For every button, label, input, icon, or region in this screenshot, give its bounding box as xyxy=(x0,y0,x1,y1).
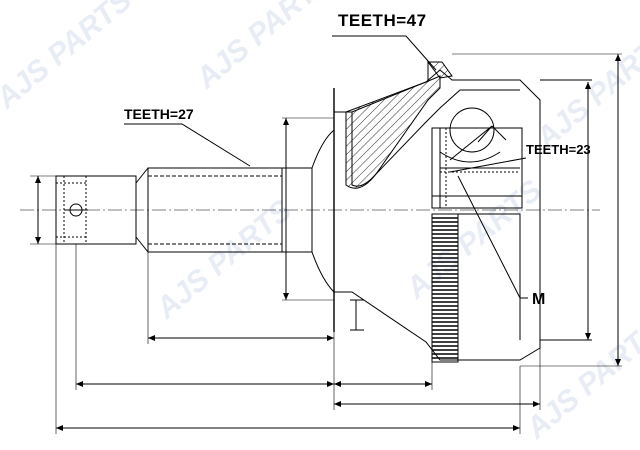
inner-race xyxy=(431,107,523,209)
splined-shaft xyxy=(135,129,335,293)
housing-body xyxy=(333,61,592,361)
thread-label: M xyxy=(532,291,546,308)
teeth-outer-label: TEETH=47 xyxy=(338,11,427,30)
abs-ring xyxy=(431,213,459,363)
shaft-end-stub xyxy=(55,175,137,245)
teeth-shaft-label: TEETH=27 xyxy=(124,106,194,122)
leader-lines xyxy=(124,35,528,299)
teeth-inner-label: TEETH=23 xyxy=(526,142,591,157)
vertical-dimensions xyxy=(30,53,622,367)
horizontal-dimensions xyxy=(55,244,541,434)
